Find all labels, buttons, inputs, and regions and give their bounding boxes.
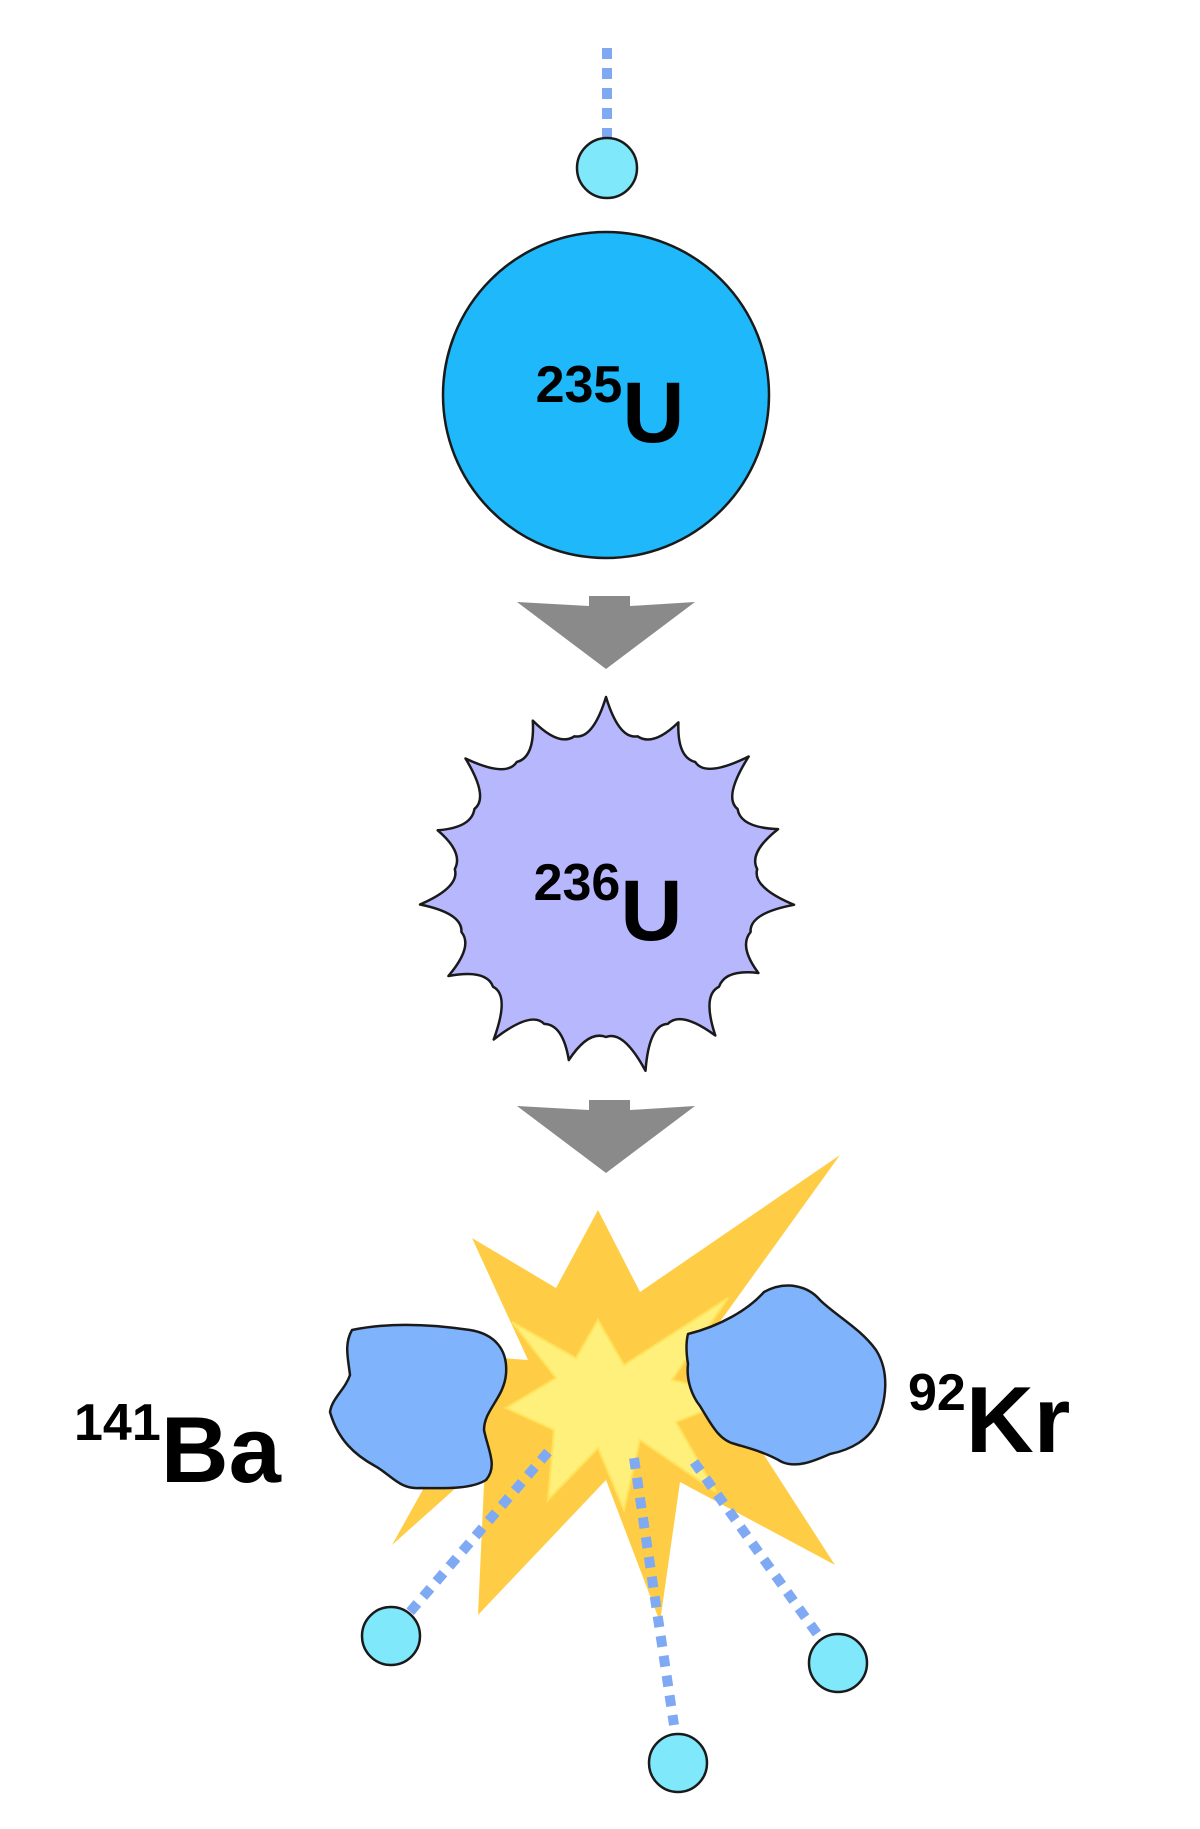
krypton-label: 92Kr — [908, 1364, 1070, 1472]
arrow-down-icon — [517, 1100, 695, 1173]
emitted-neutron-center — [629, 1457, 709, 1794]
u235-element-symbol: U — [622, 365, 684, 461]
u235-label: 235U — [536, 356, 685, 461]
emitted-neutron-particle — [647, 1732, 709, 1794]
emitted-neutron-right — [689, 1459, 869, 1694]
krypton-fragment — [685, 1284, 887, 1466]
barium-fragment — [328, 1323, 508, 1490]
krypton-element-symbol: Kr — [966, 1367, 1070, 1472]
emitted-neutron-path — [629, 1457, 679, 1726]
arrow-down-icon — [517, 596, 695, 669]
u236-spiky-shape — [418, 695, 796, 1073]
emitted-neutron-left — [360, 1448, 552, 1667]
u235-nucleus: 235U — [441, 230, 771, 560]
u236-mass-number: 236 — [534, 854, 621, 912]
barium-label: 141Ba — [74, 1394, 282, 1502]
krypton-mass-number: 92 — [908, 1364, 966, 1422]
emitted-neutron-particle — [360, 1605, 422, 1667]
emitted-neutron-particle — [807, 1632, 869, 1694]
barium-mass-number: 141 — [74, 1394, 161, 1452]
barium-element-symbol: Ba — [161, 1397, 282, 1502]
incoming-neutron-particle — [575, 136, 639, 200]
u236-element-symbol: U — [620, 863, 682, 959]
incoming-neutron — [575, 48, 639, 200]
u236-label: 236U — [534, 854, 683, 959]
u235-mass-number: 235 — [536, 356, 623, 414]
emitted-neutron-path — [689, 1459, 823, 1638]
u235-circle — [441, 230, 771, 560]
u236-nucleus: 236U — [418, 695, 796, 1073]
emitted-neutron-path — [406, 1448, 552, 1616]
